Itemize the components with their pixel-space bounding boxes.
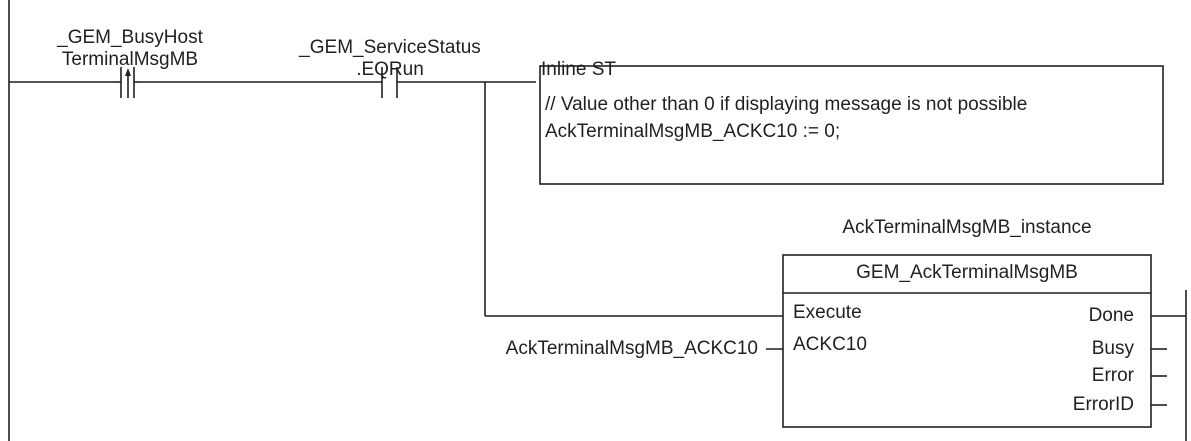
output-done-label: Done	[1088, 305, 1134, 326]
input-execute-label: Execute	[793, 302, 862, 323]
function-block-box	[782, 254, 1152, 428]
no-contact	[381, 67, 398, 98]
input-ackc10-label: ACKC10	[793, 334, 867, 355]
function-block-type-name: GEM_AckTerminalMsgMB	[856, 262, 1078, 283]
inline-st-title: Inline ST	[541, 59, 616, 80]
service-status-label-line1: _GEM_ServiceStatus	[299, 37, 481, 58]
busy-host-label-line2: TerminalMsgMB	[61, 49, 199, 70]
inline-st-code-line2: AckTerminalMsgMB_ACKC10 := 0;	[545, 121, 841, 142]
busy-host-label-line1: _GEM_BusyHost	[57, 27, 203, 48]
output-errorid-label: ErrorID	[1072, 394, 1134, 415]
rising-edge-contact	[114, 67, 141, 98]
output-busy-label: Busy	[1091, 338, 1134, 359]
input-variable-label: AckTerminalMsgMB_ACKC10	[505, 338, 758, 359]
inline-st-box	[539, 65, 1164, 185]
inline-st-code-line1: // Value other than 0 if displaying mess…	[545, 94, 1028, 115]
service-status-label-line2: .EQRun	[356, 59, 424, 80]
function-block-instance-name: AckTerminalMsgMB_instance	[842, 217, 1092, 238]
rising-edge-arrow	[125, 68, 131, 76]
output-error-label: Error	[1091, 365, 1134, 386]
